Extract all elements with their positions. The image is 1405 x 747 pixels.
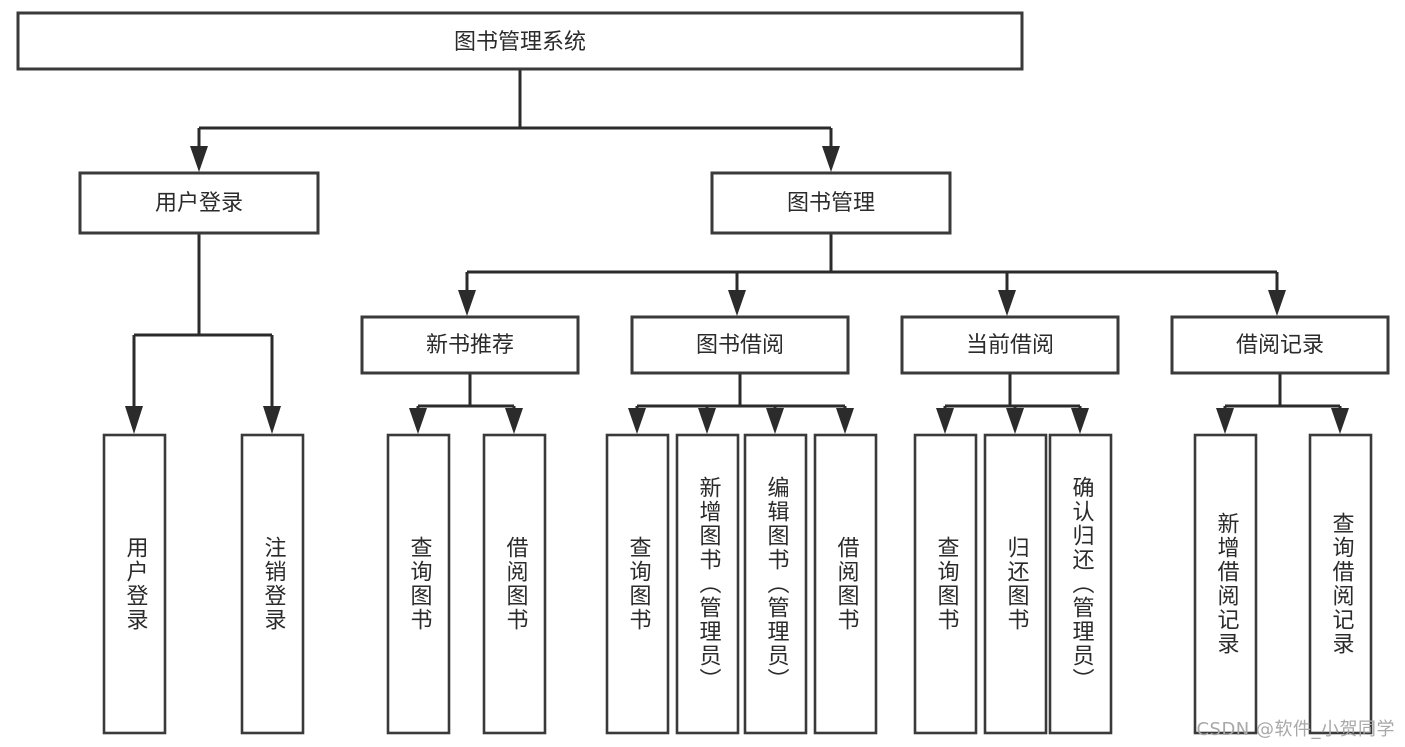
node-book-manage-box[interactable] — [710, 171, 952, 235]
leaf-box-user-login[interactable] — [102, 433, 167, 735]
node-new-book-recommend-label: 新书推荐 — [426, 333, 514, 358]
leaf-box-add-book[interactable] — [675, 433, 740, 735]
connector-group-current-borrow — [936, 373, 1089, 434]
node-borrow-record-label: 借阅记录 — [1236, 333, 1324, 358]
watermark-text: CSDN @软件_小贺同学 — [1196, 719, 1395, 740]
arrow-head-leaf-query-book-3 — [936, 408, 954, 434]
arrow-head-leaf-return-book — [1006, 408, 1024, 434]
arrow-head-leaf-user-login — [125, 406, 143, 434]
node-book-borrow[interactable]: 图书借阅 — [630, 315, 850, 375]
leaf-box-add-record[interactable] — [1193, 433, 1258, 735]
arrow-head-new-book-recommend — [458, 290, 476, 316]
node-user-login[interactable]: 用户登录 — [78, 171, 320, 235]
node-current-borrow-box[interactable] — [900, 315, 1120, 375]
node-new-book-recommend[interactable]: 新书推荐 — [360, 315, 580, 375]
arrow-head-leaf-query-record — [1331, 408, 1349, 434]
connector-group-book-manage — [458, 233, 1286, 316]
node-user-login-box[interactable] — [78, 171, 320, 235]
arrow-head-leaf-confirm-return — [1071, 408, 1089, 434]
node-root-label: 图书管理系统 — [454, 30, 586, 55]
arrow-head-book-borrow — [728, 290, 746, 316]
arrow-head-leaf-borrow-book-2 — [836, 408, 854, 434]
connector-group-user-login — [125, 233, 281, 434]
arrow-head-user-login — [190, 146, 208, 172]
node-new-book-recommend-box[interactable] — [360, 315, 580, 375]
leaf-box-user-logout[interactable] — [240, 433, 305, 735]
connector-group-book-borrow — [628, 373, 854, 434]
arrow-head-leaf-borrow-book-1 — [505, 408, 523, 434]
leaf-box-query-book-1[interactable] — [386, 433, 451, 735]
arrow-head-leaf-edit-book — [766, 408, 784, 434]
leaf-box-confirm-return[interactable] — [1048, 433, 1113, 735]
node-book-manage-label: 图书管理 — [787, 191, 875, 216]
node-current-borrow[interactable]: 当前借阅 — [900, 315, 1120, 375]
connector-group-root — [190, 69, 840, 172]
connector-group-new-book-recommend — [409, 373, 523, 434]
node-current-borrow-label: 当前借阅 — [966, 333, 1054, 358]
arrow-head-leaf-add-book — [698, 408, 716, 434]
leaf-box-borrow-book-1[interactable] — [482, 433, 547, 735]
node-book-borrow-label: 图书借阅 — [696, 333, 784, 358]
leaf-box-return-book[interactable] — [983, 433, 1048, 735]
node-root[interactable]: 图书管理系统 — [16, 11, 1024, 71]
node-root-box[interactable] — [16, 11, 1024, 71]
node-user-login-label: 用户登录 — [155, 191, 243, 216]
leaf-boxes — [102, 433, 1373, 735]
arrow-head-leaf-add-record — [1216, 408, 1234, 434]
leaf-box-query-book-2[interactable] — [605, 433, 670, 735]
arrow-head-leaf-query-book-2 — [628, 408, 646, 434]
node-borrow-record[interactable]: 借阅记录 — [1170, 315, 1390, 375]
node-borrow-record-box[interactable] — [1170, 315, 1390, 375]
leaf-box-borrow-book-2[interactable] — [813, 433, 878, 735]
arrow-head-book-manage — [822, 146, 840, 172]
node-book-manage[interactable]: 图书管理 — [710, 171, 952, 235]
arrow-head-current-borrow — [998, 290, 1016, 316]
connector-group-borrow-record — [1216, 373, 1349, 434]
arrow-head-leaf-user-logout — [263, 406, 281, 434]
leaf-box-edit-book[interactable] — [743, 433, 808, 735]
arrow-head-leaf-query-book-1 — [409, 408, 427, 434]
leaf-box-query-book-3[interactable] — [913, 433, 978, 735]
leaf-box-query-record[interactable] — [1308, 433, 1373, 735]
node-book-borrow-box[interactable] — [630, 315, 850, 375]
arrow-head-borrow-record — [1268, 290, 1286, 316]
